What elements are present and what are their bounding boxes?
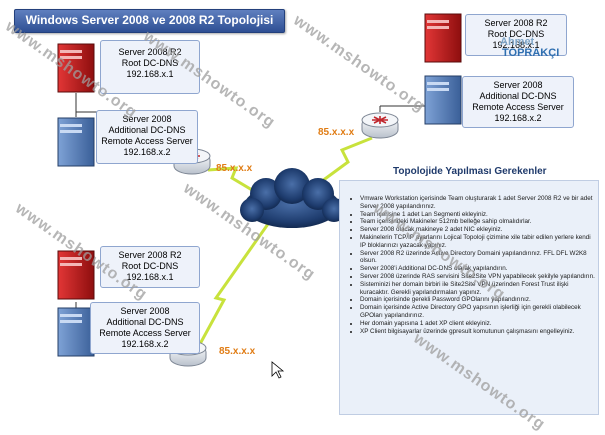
requirement-item: Server 2008'i Additional DC-DNS olarak y… bbox=[360, 265, 598, 273]
internet-cloud-icon bbox=[240, 168, 346, 228]
site-left-top-root-box: Server 2008 R2 Root DC-DNS 192.168.x.1 bbox=[100, 40, 200, 94]
server-role: Root DC-DNS bbox=[487, 29, 545, 39]
requirement-item: Server 2008 R2 üzerinde Active Directory… bbox=[360, 250, 598, 266]
wan-link-bottom-left bbox=[198, 223, 270, 345]
requirement-item: Her domain yapısına 1 adet XP client ekl… bbox=[360, 320, 598, 328]
server-role-secondary: Remote Access Server bbox=[99, 328, 191, 338]
server-name: Server 2008 bbox=[493, 80, 543, 90]
site-left-top-additional-box: Server 2008 Additional DC-DNS Remote Acc… bbox=[96, 110, 198, 164]
server-role-secondary: Remote Access Server bbox=[101, 136, 193, 146]
server-name: Server 2008 R2 bbox=[118, 250, 182, 260]
server-role: Additional DC-DNS bbox=[108, 125, 186, 135]
server-red-icon-bottom-left bbox=[57, 250, 95, 300]
site-right-root-box: Server 2008 R2 Root DC-DNS 192.168.x.1 bbox=[465, 14, 567, 56]
router-icon-right bbox=[361, 112, 399, 139]
brand-logo: Ahmet TOPRAKÇI bbox=[500, 36, 559, 59]
mouse-cursor-icon bbox=[271, 361, 285, 379]
server-blue-icon-bottom-left bbox=[57, 307, 95, 357]
site-left-bottom-root-box: Server 2008 R2 Root DC-DNS 192.168.x.1 bbox=[100, 246, 200, 288]
server-name: Server 2008 bbox=[120, 306, 170, 316]
brand-line-1: Ahmet bbox=[500, 36, 535, 48]
server-role-secondary: Remote Access Server bbox=[472, 102, 564, 112]
requirement-item: Server 2008 olacak makineye 2 adet NIC e… bbox=[360, 226, 598, 234]
server-role: Root DC-DNS bbox=[121, 261, 179, 271]
wan-link-right bbox=[317, 136, 373, 186]
requirement-item: Domain içerisinde Active Directory GPO y… bbox=[360, 304, 598, 320]
diagram-title: Windows Server 2008 ve 2008 R2 Topolojis… bbox=[25, 13, 274, 27]
requirement-item: XP Client bilgisayarlar üzerinde gpresul… bbox=[360, 328, 598, 336]
server-ip: 192.168.x.1 bbox=[492, 40, 540, 50]
wan-link-top-left bbox=[207, 166, 263, 198]
requirement-item: Team içerisindeki Makineler 512mb belleğ… bbox=[360, 218, 598, 226]
server-role: Additional DC-DNS bbox=[106, 317, 184, 327]
link-label-right: 85.x.x.x bbox=[318, 127, 355, 138]
requirement-item: Makinelerin TCP/IP ayarlarını Lojical To… bbox=[360, 234, 598, 250]
server-role: Additional DC-DNS bbox=[479, 91, 557, 101]
server-ip: 192.168.x.1 bbox=[126, 69, 174, 79]
requirement-item: Domain içerisinde gerekli Password GPOla… bbox=[360, 296, 598, 304]
requirement-item: Server 2008 üzerinde RAS servisini Site2… bbox=[360, 273, 598, 281]
server-red-icon-right bbox=[424, 13, 462, 63]
site-left-bottom-additional-box: Server 2008 Additional DC-DNS Remote Acc… bbox=[90, 302, 200, 354]
server-blue-icon-right bbox=[424, 75, 462, 125]
server-ip: 192.168.x.2 bbox=[123, 147, 171, 157]
server-ip: 192.168.x.2 bbox=[494, 113, 542, 123]
requirements-panel: Vmware Workstation içerisinde Team oluşt… bbox=[339, 180, 599, 415]
link-label-bottom-left: 85.x.x.x bbox=[219, 346, 256, 357]
site-right-additional-box: Server 2008 Additional DC-DNS Remote Acc… bbox=[462, 76, 574, 128]
requirements-list: Vmware Workstation içerisinde Team oluşt… bbox=[350, 195, 598, 335]
server-ip: 192.168.x.2 bbox=[121, 339, 169, 349]
diagram-title-bar: Windows Server 2008 ve 2008 R2 Topolojis… bbox=[14, 9, 285, 33]
requirement-item: Sisteminizi her domain birbiri ile Site2… bbox=[360, 281, 598, 297]
requirement-item: Vmware Workstation içerisinde Team oluşt… bbox=[360, 195, 598, 211]
server-name: Server 2008 bbox=[122, 114, 172, 124]
server-name: Server 2008 R2 bbox=[118, 47, 182, 57]
server-ip: 192.168.x.1 bbox=[126, 272, 174, 282]
server-blue-icon-top-left bbox=[57, 117, 95, 167]
brand-line-2: TOPRAKÇI bbox=[502, 47, 560, 59]
server-role: Root DC-DNS bbox=[121, 58, 179, 68]
server-name: Server 2008 R2 bbox=[484, 18, 548, 28]
link-label-top-left: 85.x.x.x bbox=[216, 163, 253, 174]
server-red-icon-top-left bbox=[57, 43, 95, 93]
requirements-title: Topolojide Yapılması Gerekenler bbox=[393, 166, 547, 177]
requirement-item: Team içerisine 1 adet Lan Segmenti ekley… bbox=[360, 211, 598, 219]
